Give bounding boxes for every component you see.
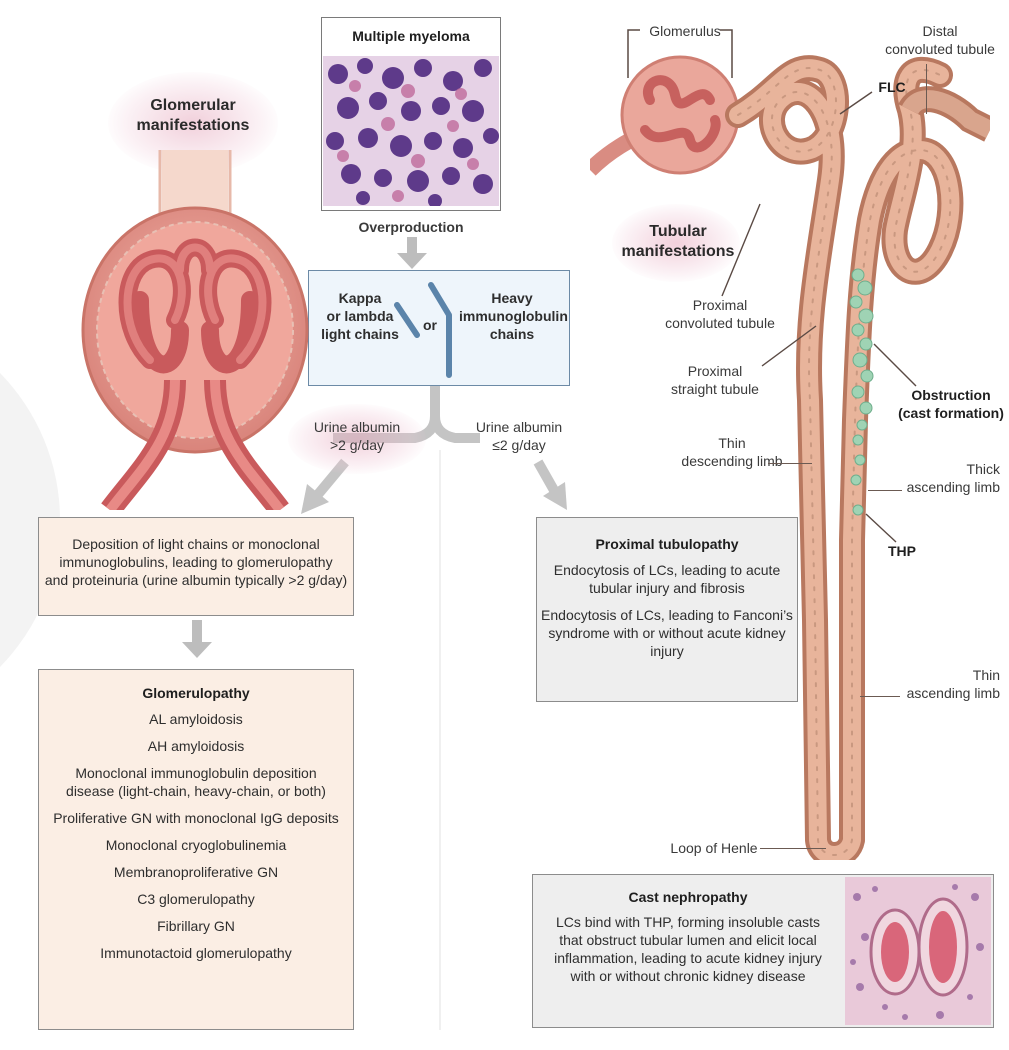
thin-descending-line-2: descending limb bbox=[672, 452, 792, 470]
obstruction-line-2: (cast formation) bbox=[895, 404, 1007, 422]
albumin-low-label: Urine albumin ≤2 g/day bbox=[462, 418, 576, 454]
cast-line-4: with or without chronic kidney disease bbox=[533, 967, 843, 985]
light-chain-label-1: Kappa bbox=[317, 289, 403, 307]
loop-of-henle-leader bbox=[760, 848, 826, 849]
thin-descending-label: Thin descending limb bbox=[672, 434, 792, 470]
proximal-straight-line-2: straight tubule bbox=[650, 380, 780, 398]
flc-leader bbox=[836, 88, 876, 118]
loop-of-henle-label: Loop of Henle bbox=[664, 839, 764, 857]
distal-label: Distal convoluted tubule bbox=[885, 22, 995, 58]
cast-histology-image bbox=[845, 877, 991, 1025]
glomerulopathy-title: Glomerulopathy bbox=[39, 685, 353, 701]
flc-label: FLC bbox=[872, 78, 912, 96]
deposition-line-2: immunoglobulins, leading to glomerulopat… bbox=[39, 553, 353, 571]
thick-ascending-line-1: Thick bbox=[890, 460, 1000, 478]
deposition-line-3: and proteinuria (urine albumin typically… bbox=[39, 571, 353, 589]
cast-nephropathy-title: Cast nephropathy bbox=[533, 889, 843, 905]
thick-ascending-line-2: ascending limb bbox=[890, 478, 1000, 496]
thin-ascending-line-2: ascending limb bbox=[890, 684, 1000, 702]
glomerular-heading-line-2: manifestations bbox=[118, 116, 268, 136]
glomerulopathy-item: Immunotactoid glomerulopathy bbox=[39, 944, 353, 962]
heavy-chain-label-3: chains bbox=[459, 325, 565, 343]
light-chain-label-3: light chains bbox=[317, 325, 403, 343]
obstruction-label: Obstruction (cast formation) bbox=[895, 386, 1007, 422]
proximal-straight-leader bbox=[760, 320, 820, 370]
glomerulus-illustration bbox=[80, 150, 310, 510]
thin-descending-line-1: Thin bbox=[672, 434, 792, 452]
albumin-high-line-1: Urine albumin bbox=[300, 418, 414, 436]
cast-line-3: inflammation, leading to acute kidney in… bbox=[533, 949, 843, 967]
obstruction-leader bbox=[870, 340, 920, 390]
glomerulopathy-item: Proliferative GN with monoclonal IgG dep… bbox=[39, 809, 353, 827]
thp-leader bbox=[862, 510, 902, 546]
glomerulopathy-item: Membranoproliferative GN bbox=[39, 863, 353, 881]
glomerulopathy-item: Fibrillary GN bbox=[39, 917, 353, 935]
myeloma-panel: Multiple myeloma bbox=[321, 17, 501, 211]
glomerular-heading: Glomerular manifestations bbox=[118, 96, 268, 136]
cast-nephropathy-box: Cast nephropathy LCs bind with THP, form… bbox=[532, 874, 994, 1028]
proximal-convoluted-leader bbox=[720, 200, 830, 300]
albumin-low-line-1: Urine albumin bbox=[462, 418, 576, 436]
deposition-line-1: Deposition of light chains or monoclonal bbox=[39, 535, 353, 553]
glomerulopathy-item: C3 glomerulopathy bbox=[39, 890, 353, 908]
glomerulopathy-item: Monoclonal cryoglobulinemia bbox=[39, 836, 353, 854]
albumin-high-label: Urine albumin >2 g/day bbox=[300, 418, 414, 454]
distal-leader bbox=[926, 64, 927, 114]
deposition-arrow bbox=[181, 620, 213, 660]
heavy-chain-label-2: immunoglobulin bbox=[459, 307, 565, 325]
myeloma-cells-image bbox=[323, 56, 499, 206]
thick-ascending-leader bbox=[868, 490, 902, 491]
glomerulopathy-item: Monoclonal immunoglobulin deposition dis… bbox=[39, 764, 353, 800]
distal-label-line-2: convoluted tubule bbox=[885, 40, 995, 58]
heavy-chain-icon bbox=[427, 281, 461, 381]
albumin-low-line-2: ≤2 g/day bbox=[462, 436, 576, 454]
heavy-chain-label-1: Heavy bbox=[459, 289, 565, 307]
thin-ascending-line-1: Thin bbox=[890, 666, 1000, 684]
glomerulopathy-item: AL amyloidosis bbox=[39, 710, 353, 728]
cast-line-1: LCs bind with THP, forming insoluble cas… bbox=[533, 913, 843, 931]
light-chain-label-2: or lambda bbox=[317, 307, 403, 325]
thin-ascending-leader bbox=[860, 696, 900, 697]
overproduction-label: Overproduction bbox=[330, 218, 492, 236]
albumin-high-line-2: >2 g/day bbox=[300, 436, 414, 454]
thin-ascending-label: Thin ascending limb bbox=[890, 666, 1000, 702]
thick-ascending-label: Thick ascending limb bbox=[890, 460, 1000, 496]
deposition-box: Deposition of light chains or monoclonal… bbox=[38, 517, 354, 616]
overproduction-arrow bbox=[395, 237, 429, 271]
myeloma-title: Multiple myeloma bbox=[322, 28, 500, 44]
glomerulopathy-item: AH amyloidosis bbox=[39, 737, 353, 755]
cast-line-2: that obstruct tubular lumen and elicit l… bbox=[533, 931, 843, 949]
chains-box: Kappa or lambda light chains or Heavy im… bbox=[308, 270, 570, 386]
glomerulopathy-box: Glomerulopathy AL amyloidosis AH amyloid… bbox=[38, 669, 354, 1030]
distal-label-line-1: Distal bbox=[885, 22, 995, 40]
glomerulus-bracket bbox=[620, 28, 740, 80]
glomerular-heading-line-1: Glomerular bbox=[118, 96, 268, 116]
thin-descending-leader bbox=[768, 463, 812, 464]
